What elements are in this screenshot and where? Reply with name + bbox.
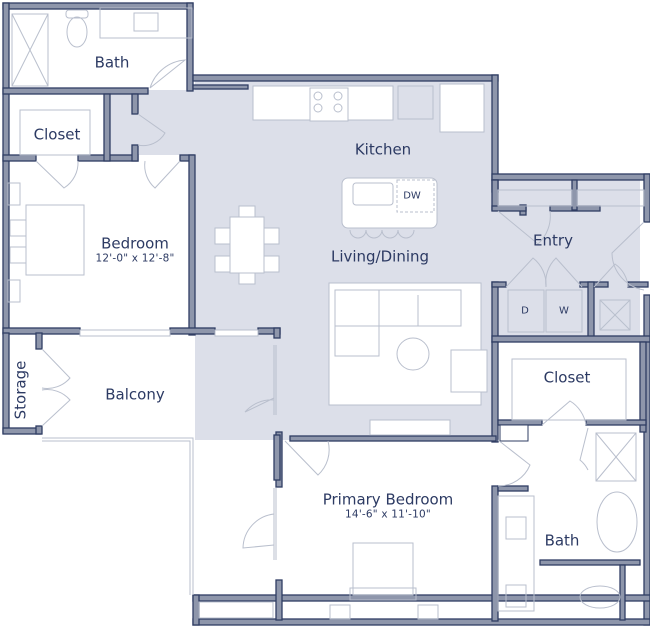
room-label-bath-upper: Bath: [94, 53, 130, 72]
washer-label: W: [559, 305, 569, 317]
room-label-bedroom: Bedroom 12'-0" x 12'-8": [95, 234, 175, 265]
room-label-living-dining: Living/Dining: [330, 247, 430, 266]
fixtures: [7, 7, 645, 620]
room-label-entry: Entry: [533, 231, 573, 250]
room-label-bath-lower: Bath: [544, 531, 580, 550]
room-label-kitchen: Kitchen: [354, 140, 412, 159]
dryer-label: D: [521, 305, 529, 317]
room-dimensions: 14'-6" x 11'-10": [345, 508, 431, 521]
room-name: Primary Bedroom: [322, 490, 454, 509]
dishwasher-label: DW: [403, 190, 421, 202]
room-label-closet-left: Closet: [33, 125, 81, 144]
room-dimensions: 12'-0" x 12'-8": [95, 252, 175, 265]
room-label-closet-right: Closet: [543, 368, 591, 387]
room-label-storage: Storage: [11, 360, 30, 420]
room-name: Bedroom: [101, 234, 169, 253]
room-label-balcony: Balcony: [105, 385, 165, 404]
room-label-primary-bedroom: Primary Bedroom 14'-6" x 11'-10": [322, 490, 454, 521]
